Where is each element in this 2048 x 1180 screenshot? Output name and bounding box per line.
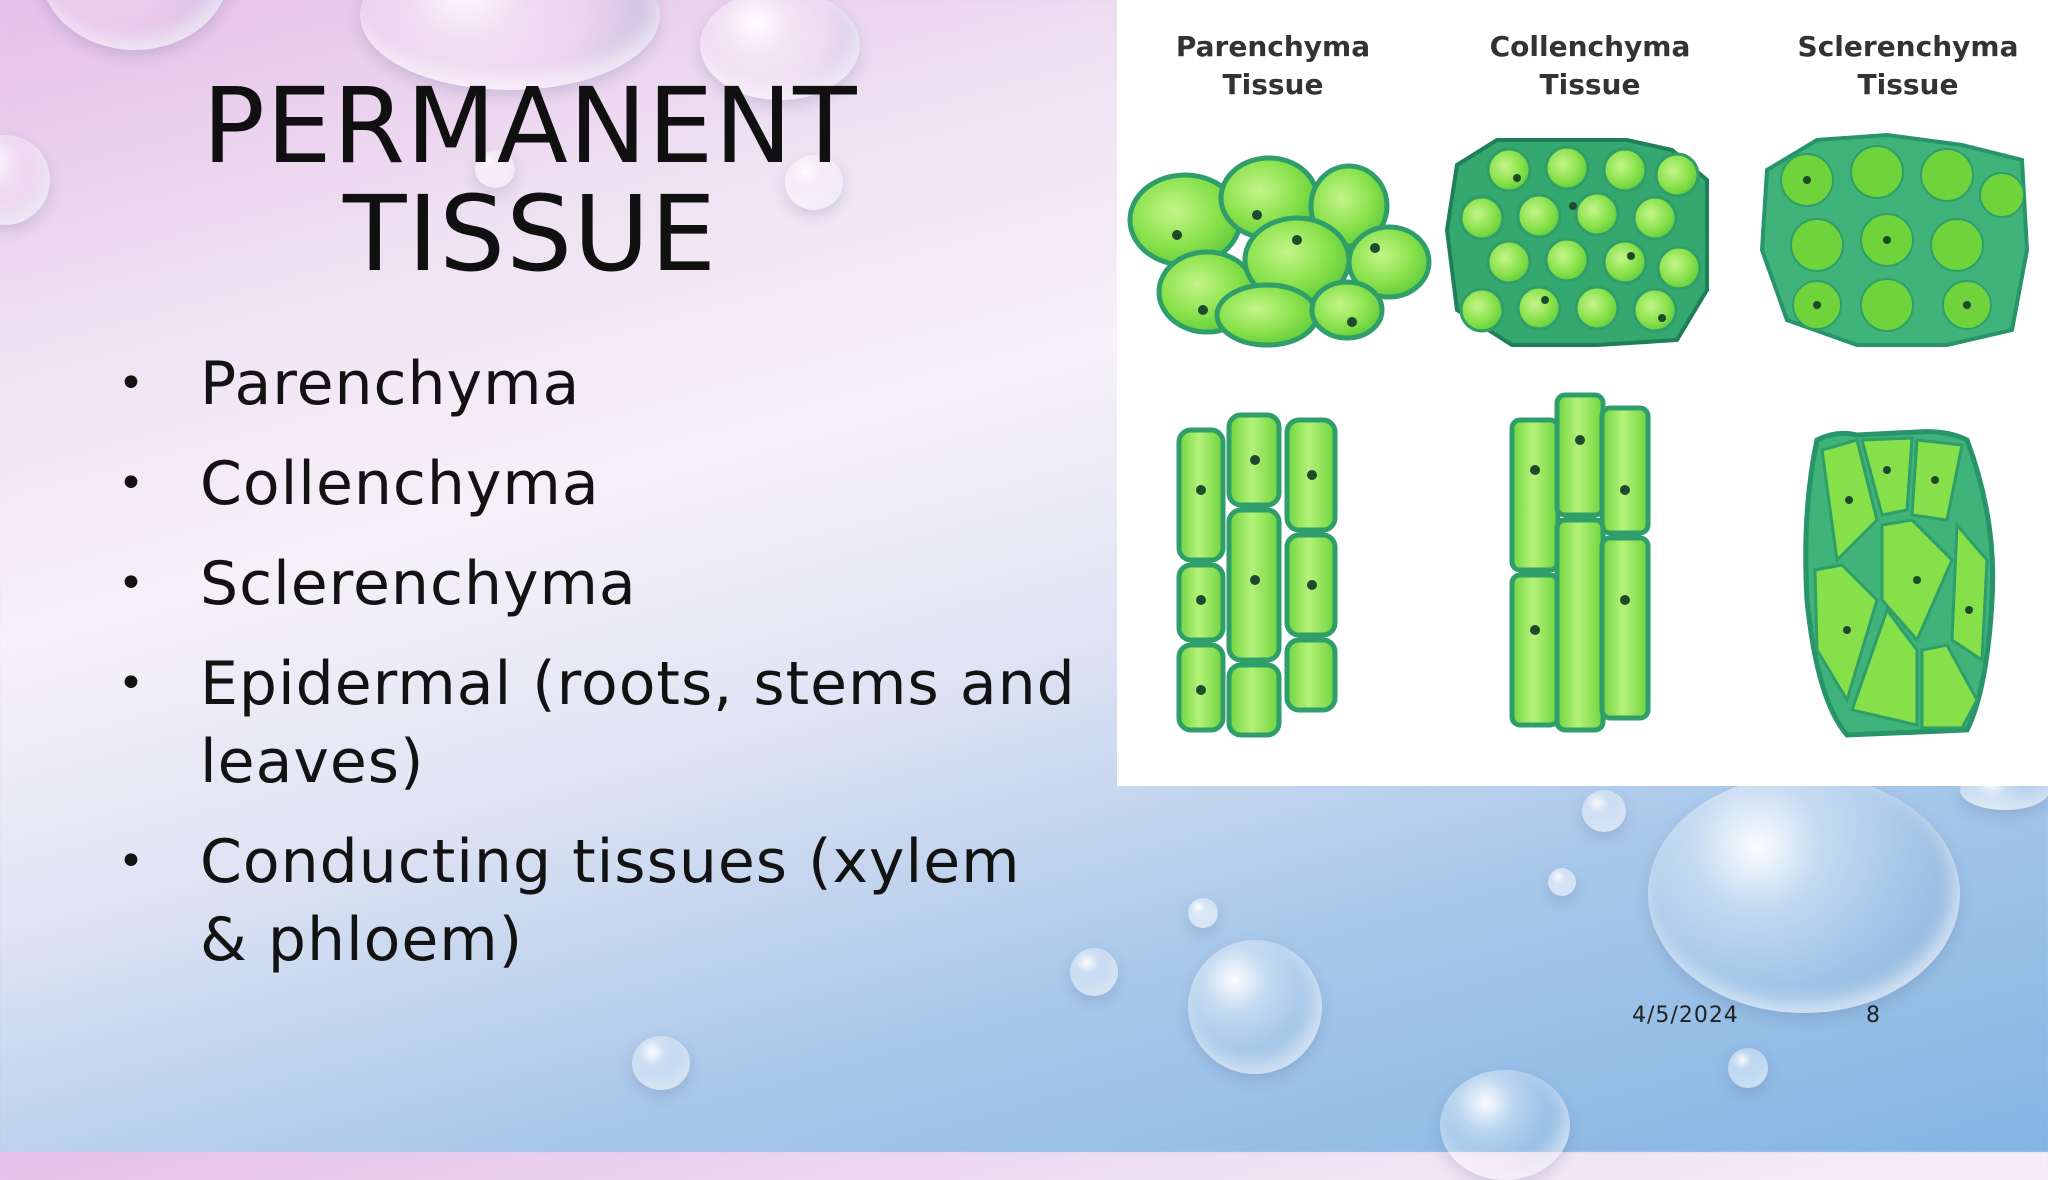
tissue-drawings: [1127, 132, 2030, 738]
slide-title: PERMANENT TISSUE: [130, 72, 930, 288]
water-droplet: [700, 0, 860, 100]
list-item: • Conducting tissues (xylem & phloem): [118, 823, 1078, 979]
bullet-icon: •: [118, 458, 145, 509]
label-line: Tissue: [1222, 68, 1324, 101]
list-item-text: Conducting tissues (xylem & phloem): [200, 827, 1021, 975]
list-item-text: Epidermal (roots, stems and leaves): [200, 649, 1076, 797]
label-line: Collenchyma: [1489, 30, 1691, 63]
water-droplet: [1582, 790, 1626, 832]
label-line: Parenchyma: [1175, 30, 1371, 63]
water-droplet: [475, 150, 515, 188]
water-droplet: [1188, 898, 1218, 928]
list-item: • Parenchyma: [118, 345, 1078, 423]
tissue-illustration: Parenchyma Tissue Collenchyma Tissue Scl…: [1117, 0, 2048, 786]
collenchyma-longitudinal: [1509, 392, 1651, 733]
slide-page-number: 8: [1866, 1003, 1880, 1028]
parenchyma-cross-section: [1127, 155, 1432, 348]
water-droplet: [40, 0, 230, 50]
list-item-text: Parenchyma: [200, 349, 581, 419]
water-droplet: [0, 135, 50, 225]
label-line: Tissue: [1539, 68, 1641, 101]
list-item: • Sclerenchyma: [118, 545, 1078, 623]
list-item: • Epidermal (roots, stems and leaves): [118, 645, 1078, 801]
list-item: • Collenchyma: [118, 445, 1078, 523]
parenchyma-longitudinal: [1176, 412, 1338, 738]
water-droplet: [785, 155, 843, 210]
slide-date: 4/5/2024: [1632, 1003, 1739, 1028]
water-droplet: [1648, 775, 1960, 1013]
label-line: Sclerenchyma: [1797, 30, 2019, 63]
label-collenchyma: Collenchyma Tissue: [1460, 28, 1720, 104]
water-droplet: [1728, 1048, 1768, 1088]
water-droplet: [632, 1036, 690, 1090]
label-parenchyma: Parenchyma Tissue: [1143, 28, 1403, 104]
list-item-text: Collenchyma: [200, 449, 600, 519]
sclerenchyma-cross-section: [1759, 132, 2030, 347]
bullet-icon: •: [118, 658, 145, 709]
title-line-2: TISSUE: [342, 173, 718, 295]
water-droplet: [1440, 1070, 1570, 1180]
water-droplet: [1548, 868, 1576, 896]
bullet-icon: •: [118, 558, 145, 609]
bullet-list: • Parenchyma • Collenchyma • Sclerenchyma •…: [118, 345, 1078, 1001]
collenchyma-cross-section: [1444, 138, 1709, 347]
water-droplet: [1188, 940, 1322, 1074]
label-sclerenchyma: Sclerenchyma Tissue: [1778, 28, 2038, 104]
water-droplet: [1070, 948, 1118, 996]
label-line: Tissue: [1857, 68, 1959, 101]
list-item-text: Sclerenchyma: [200, 549, 637, 619]
sclerenchyma-longitudinal: [1803, 429, 1996, 738]
bullet-icon: •: [118, 836, 145, 887]
bullet-icon: •: [118, 358, 145, 409]
title-line-1: PERMANENT: [202, 65, 858, 187]
